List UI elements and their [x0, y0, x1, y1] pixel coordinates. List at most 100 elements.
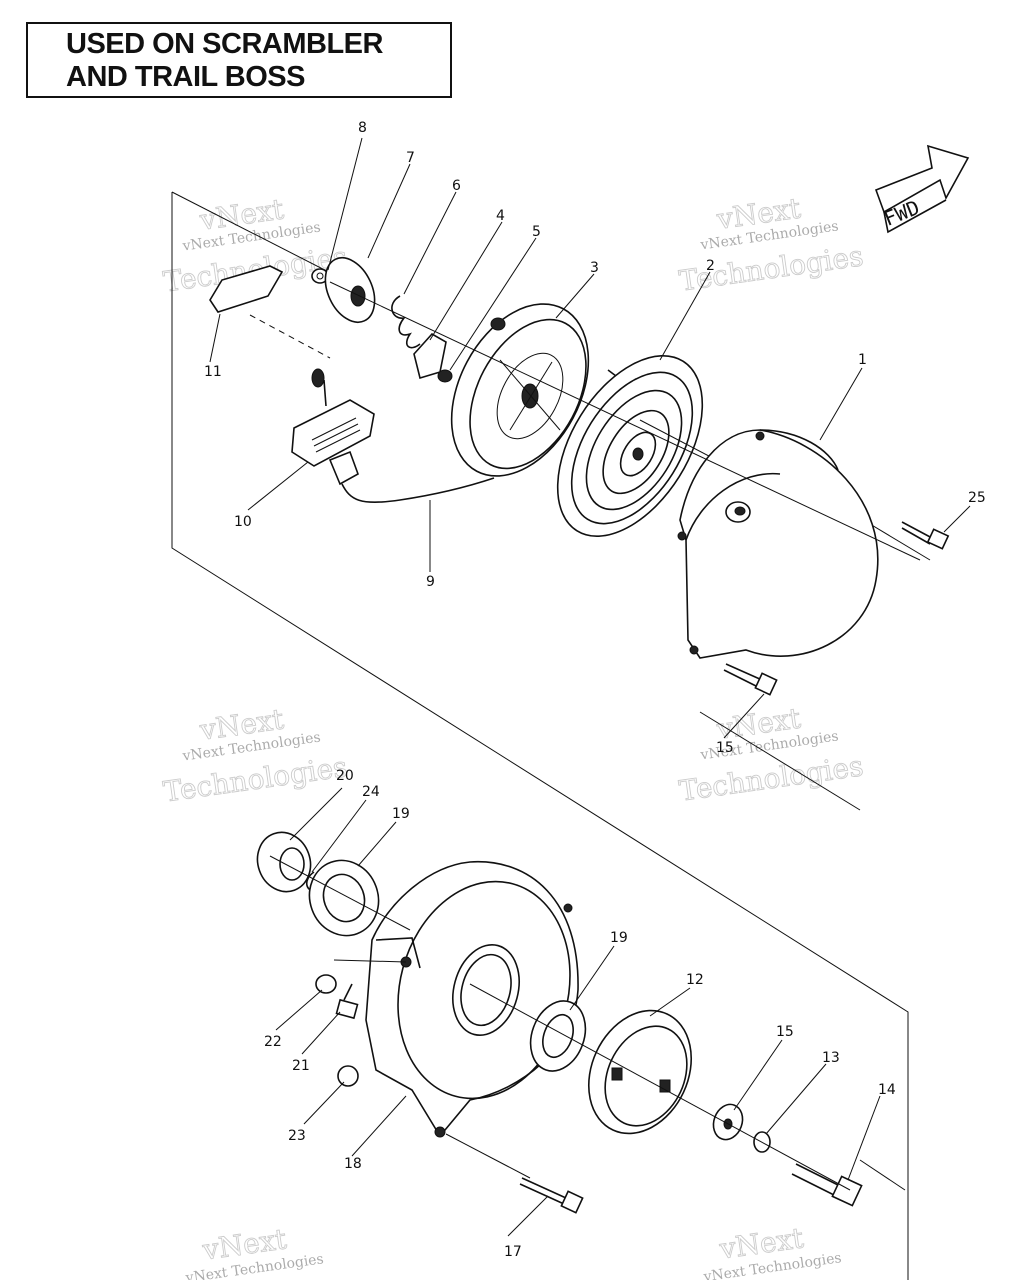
callout-19-lower: 19	[610, 930, 628, 946]
leader-line-19a	[357, 821, 397, 867]
assembly-plane-outline	[171, 192, 909, 1280]
callout-4: 4	[496, 208, 505, 224]
callout-labels: 1 2 3 4 5 6 7 8 9 10 11 12 13 14 15 15 1…	[204, 120, 986, 1260]
watermark-top-right: vNext vNext Technologies Technologies	[677, 191, 866, 298]
bolt-shank	[791, 1163, 841, 1197]
housing-hole	[677, 531, 687, 541]
leader-line-17	[507, 1195, 549, 1237]
handle-knot-stem	[323, 379, 327, 407]
spring-coil	[585, 389, 683, 511]
leader-line-1	[819, 367, 863, 441]
decal-part	[209, 265, 284, 313]
seal-outer	[256, 831, 312, 893]
washer-outer	[308, 859, 380, 937]
bolt-head	[831, 1175, 863, 1207]
spring-hook	[607, 369, 617, 377]
leader-line-13	[765, 1063, 827, 1135]
watermark-mid-right: vNext vNext Technologies Technologies	[677, 701, 866, 808]
handle-groove	[313, 423, 359, 447]
watermark-bottom-left: vNext vNext Technologies	[184, 1222, 325, 1280]
watermark-bottom-right: vNext vNext Technologies	[702, 1221, 843, 1280]
fwd-arrow-icon: FWD	[874, 144, 970, 234]
leader-line-22	[275, 989, 323, 1031]
housing-edge	[685, 472, 781, 541]
callout-10: 10	[234, 514, 252, 530]
housing-boss-hole	[734, 506, 746, 516]
callout-23: 23	[288, 1128, 306, 1144]
pulley-stud	[490, 317, 506, 331]
callout-6: 6	[452, 178, 461, 194]
leader-line-2	[659, 271, 711, 361]
leader-line-25	[943, 505, 971, 533]
plug-head	[335, 998, 359, 1020]
spring-coil	[602, 409, 670, 495]
assembly-axis	[333, 959, 407, 963]
washer-inner	[542, 1013, 574, 1059]
title-line-2: AND TRAIL BOSS	[66, 61, 305, 93]
ratchet-cup-part	[587, 1009, 693, 1135]
bolt-shank	[519, 1177, 567, 1205]
washer-part	[308, 859, 380, 937]
washer-inner	[322, 873, 366, 923]
assembly-plane-edge	[699, 711, 861, 811]
screw-shank	[901, 527, 931, 545]
spring-coil	[556, 354, 704, 538]
callout-11: 11	[204, 364, 222, 380]
leader-line-10	[247, 461, 309, 511]
leader-line-4	[429, 221, 503, 341]
bolt-head	[754, 672, 778, 696]
crankcase-cover-part	[365, 861, 579, 1138]
pulley-spoke	[509, 361, 553, 431]
leader-line-6	[403, 191, 457, 295]
spring-center	[632, 447, 644, 461]
callout-15-lower: 15	[776, 1024, 794, 1040]
callout-8: 8	[358, 120, 367, 136]
cup-notch	[611, 1067, 623, 1081]
small-washer-part	[315, 974, 337, 994]
callout-14: 14	[878, 1082, 896, 1098]
leader-line-5	[449, 237, 537, 371]
leader-line-12	[649, 987, 691, 1017]
handle-grip	[291, 399, 375, 467]
cover-hole	[563, 903, 573, 913]
flywheel-bolt-part	[791, 1163, 863, 1207]
screw-head	[926, 528, 950, 550]
assembly-axis	[329, 281, 921, 561]
pulley-hub-ring	[496, 352, 564, 440]
bolt-head	[560, 1190, 584, 1214]
callout-5: 5	[532, 224, 541, 240]
pulley-spoke	[499, 359, 561, 431]
cup-inner	[604, 1025, 688, 1127]
starter-rope-part	[341, 477, 495, 504]
seal-inner	[279, 847, 305, 881]
assembly-axis	[469, 983, 851, 1191]
pulley-inner-rim	[469, 318, 587, 470]
screw-shank	[901, 521, 933, 539]
spring-coil	[570, 371, 694, 525]
cover-hole	[434, 1126, 446, 1138]
callout-24: 24	[362, 784, 380, 800]
title-box: USED ON SCRAMBLER AND TRAIL BOSS	[26, 22, 452, 98]
cup-rim	[587, 1009, 693, 1135]
callout-22: 22	[264, 1034, 282, 1050]
screw-part	[901, 521, 950, 550]
bushing-part	[337, 1065, 359, 1087]
cover-bore-inner	[460, 953, 512, 1027]
leader-line-11	[209, 313, 221, 363]
callout-13: 13	[822, 1050, 840, 1066]
title-line-1: USED ON SCRAMBLER	[66, 28, 383, 60]
leader-line-21	[301, 1011, 341, 1055]
leader-line-20	[289, 787, 343, 841]
pulley-center	[521, 383, 539, 409]
assembly-plane-edge	[859, 1159, 906, 1191]
leader-line-14	[847, 1095, 881, 1181]
bolt-shank	[723, 663, 763, 689]
assembly-axis	[445, 1133, 531, 1179]
pulley-rim	[450, 303, 590, 477]
callout-12: 12	[686, 972, 704, 988]
pawl-part	[413, 332, 447, 380]
bushing-part	[437, 369, 453, 383]
housing-rim	[759, 429, 839, 471]
